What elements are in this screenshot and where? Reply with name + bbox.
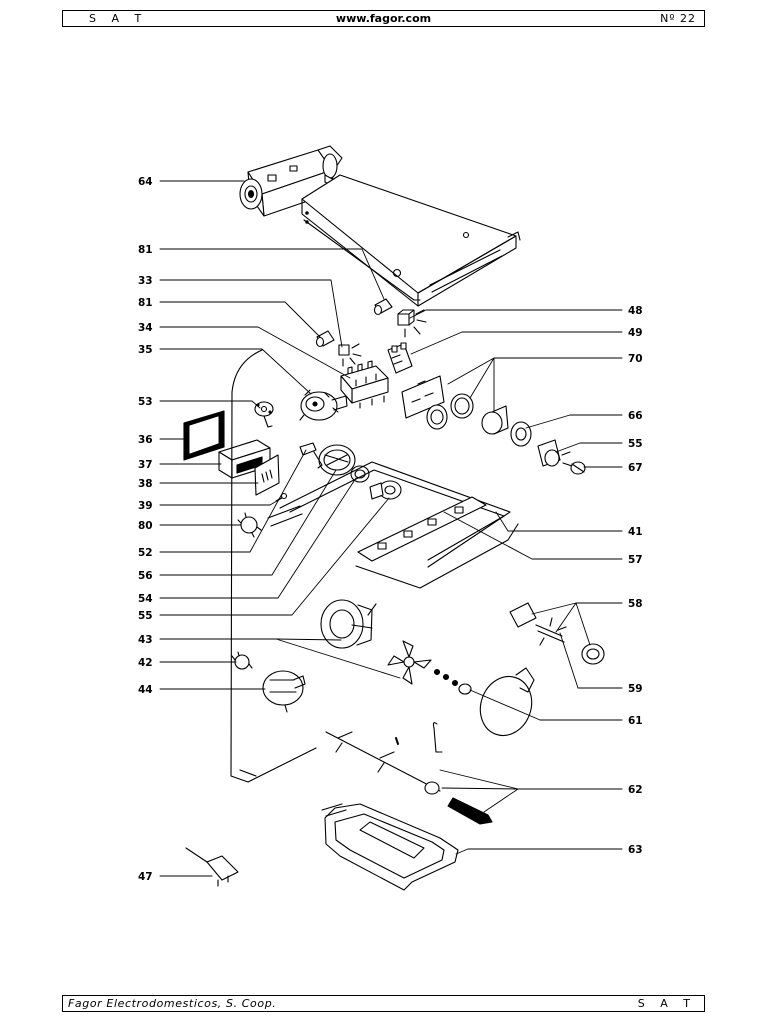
callout-49: 49 xyxy=(628,327,643,339)
leader-lines xyxy=(159,180,623,877)
callout-61: 61 xyxy=(628,715,643,727)
part-70-lamp-holders xyxy=(401,375,474,430)
callout-55-right: 55 xyxy=(628,438,643,450)
page-footer: Fagor Electrodomesticos, S. Coop. S A T xyxy=(62,995,705,1012)
footer-company: Fagor Electrodomesticos, S. Coop. xyxy=(68,997,277,1010)
part-43-fan-motor xyxy=(320,599,377,649)
callout-81-upper: 81 xyxy=(138,244,153,256)
part-42-bracket xyxy=(231,651,253,670)
part-67-nut xyxy=(570,461,586,475)
footer-right-text: S A T xyxy=(637,997,696,1010)
part-55-knob xyxy=(369,480,402,500)
callout-62: 62 xyxy=(628,784,643,796)
part-66-lamp-glass xyxy=(481,405,509,435)
callout-58: 58 xyxy=(628,598,643,610)
part-36-frame xyxy=(183,410,225,461)
part-63-lower-element xyxy=(321,803,459,891)
callout-44: 44 xyxy=(138,684,153,696)
callout-41: 41 xyxy=(628,526,643,538)
callout-38: 38 xyxy=(138,478,153,490)
callout-43: 43 xyxy=(138,634,153,646)
callout-35: 35 xyxy=(138,344,153,356)
part-53-knob-stem xyxy=(254,401,274,428)
part-35-motor xyxy=(299,389,348,421)
callout-70: 70 xyxy=(628,353,643,365)
fan-blades xyxy=(387,640,432,685)
part-33-lamp-cap xyxy=(338,343,362,367)
part-41-upper-element xyxy=(267,461,519,589)
part-66-ring xyxy=(510,421,532,447)
part-61-gasket xyxy=(479,667,535,737)
callout-80: 80 xyxy=(138,520,153,532)
callout-57: 57 xyxy=(628,554,643,566)
part-81-lamp-lower xyxy=(315,330,335,348)
callout-53: 53 xyxy=(138,396,153,408)
callout-63: 63 xyxy=(628,844,643,856)
callout-37: 37 xyxy=(138,459,153,471)
part-62-rotisserie-spit xyxy=(325,722,493,825)
callout-67: 67 xyxy=(628,462,643,474)
callout-39: 39 xyxy=(138,500,153,512)
part-58-lamp xyxy=(509,602,605,665)
part-44-motor xyxy=(262,670,306,713)
part-55-holder xyxy=(537,439,573,467)
part-54-dial-plate xyxy=(318,444,356,476)
part-56-knob xyxy=(299,442,323,469)
fan-shaft-washers xyxy=(433,668,472,695)
callout-48: 48 xyxy=(628,305,643,317)
callout-52: 52 xyxy=(138,547,153,559)
callout-81-lower: 81 xyxy=(138,297,153,309)
header-url: www.fagor.com xyxy=(335,12,432,25)
callout-66: 66 xyxy=(628,410,643,422)
header-left-text: S A T xyxy=(89,12,148,25)
oven-body-outline xyxy=(230,349,317,783)
callout-59: 59 xyxy=(628,683,643,695)
callout-54: 54 xyxy=(138,593,153,605)
header-page-number: Nº 22 xyxy=(660,12,696,25)
callout-34: 34 xyxy=(138,322,153,334)
part-64-top-fan-unit xyxy=(239,145,343,217)
top-panel xyxy=(301,174,521,307)
callout-36: 36 xyxy=(138,434,153,446)
callout-55-left: 55 xyxy=(138,610,153,622)
part-47-power-cord xyxy=(185,847,239,887)
part-48-lamp-cap xyxy=(397,309,427,338)
part-34-selector-switch xyxy=(340,360,389,409)
page-header: S A T www.fagor.com Nº 22 xyxy=(62,10,705,27)
callout-42: 42 xyxy=(138,657,153,669)
callout-64: 64 xyxy=(138,176,153,188)
part-80-bracket xyxy=(237,512,262,538)
part-49-switch xyxy=(387,342,413,374)
callout-33: 33 xyxy=(138,275,153,287)
callout-47: 47 xyxy=(138,871,153,883)
callout-56: 56 xyxy=(138,570,153,582)
part-38-panel xyxy=(254,454,280,496)
part-81-lamp-upper xyxy=(373,298,393,316)
